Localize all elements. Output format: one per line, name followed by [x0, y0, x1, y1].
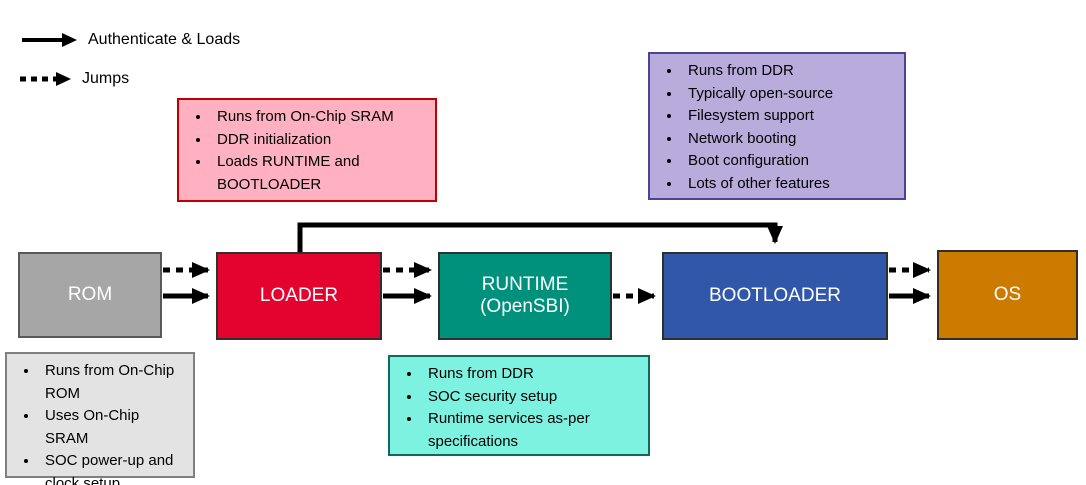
bootloader-notes-box: Runs from DDR Typically open-source File… [648, 52, 906, 200]
stage-rom-label: ROM [67, 284, 113, 305]
legend-authenticate-loads: Authenticate & Loads [22, 31, 240, 49]
note-item: DDR initialization [211, 129, 427, 152]
stage-rom: ROM [18, 252, 162, 338]
rom-notes-box: Runs from On-Chip ROM Uses On-Chip SRAM … [5, 352, 195, 485]
stage-bootloader-label: BOOTLOADER [709, 285, 841, 306]
note-item: Uses On-Chip SRAM [39, 405, 185, 450]
stage-os-label: OS [993, 284, 1022, 305]
stage-loader-label: LOADER [259, 285, 339, 306]
stage-runtime: RUNTIME (OpenSBI) [438, 252, 612, 340]
note-item: Typically open-source [682, 83, 896, 106]
note-item: Runs from On-Chip ROM [39, 360, 185, 405]
legend-jumps: Jumps [20, 70, 129, 88]
legend-solid-label: Authenticate & Loads [88, 31, 241, 48]
note-item: Runs from DDR [422, 363, 640, 386]
loader-notes-box: Runs from On-Chip SRAM DDR initializatio… [177, 98, 437, 202]
dashed-arrow-icon [20, 72, 71, 86]
note-item: Runtime services as-per specifications [422, 408, 640, 453]
runtime-notes-box: Runs from DDR SOC security setup Runtime… [388, 355, 650, 456]
note-item: SOC security setup [422, 386, 640, 409]
note-item: Boot configuration [682, 150, 896, 173]
note-item: Runs from DDR [682, 60, 896, 83]
note-item: Filesystem support [682, 105, 896, 128]
legend-dashed-label: Jumps [82, 70, 130, 87]
arrow-loader-bootloader-loads [297, 222, 783, 252]
note-item: SOC power-up and clock setup [39, 450, 185, 485]
stage-loader: LOADER [216, 252, 382, 340]
note-item: Loads RUNTIME and BOOTLOADER [211, 151, 427, 196]
stage-os: OS [937, 250, 1078, 340]
stage-bootloader: BOOTLOADER [662, 252, 888, 340]
note-item: Runs from On-Chip SRAM [211, 106, 427, 129]
solid-arrow-icon [22, 33, 77, 47]
note-item: Lots of other features [682, 173, 896, 196]
stage-runtime-label: RUNTIME (OpenSBI) [480, 274, 570, 317]
note-item: Network booting [682, 128, 896, 151]
